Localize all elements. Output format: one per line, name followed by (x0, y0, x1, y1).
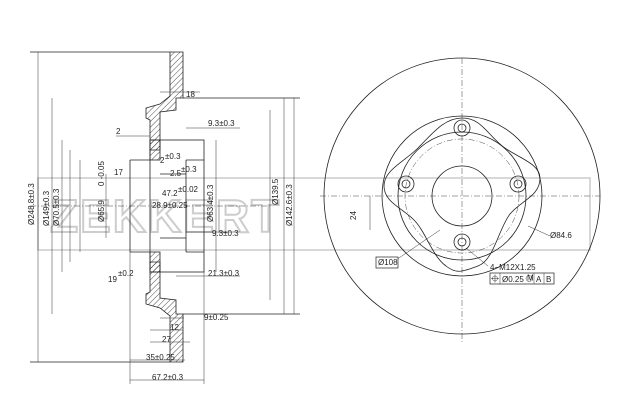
dim-w35: 35±0.25 (146, 353, 175, 362)
dim-d25: 2.5 (170, 169, 182, 178)
friction-inner-edge (381, 115, 543, 277)
tol-value: Ø0.25 (502, 275, 524, 284)
dim-bolts: 4−M12X1.25 (490, 263, 536, 272)
brand-watermark-text: ZEKKERT (50, 190, 281, 242)
section-view: Ø248.8±0.3 Ø149±0.3 Ø70.5±0.3 Ø65.9 0 -0… (27, 51, 300, 384)
dim-w672: 67.2±0.3 (152, 373, 184, 382)
dim-w93-bot: 9.3±0.3 (212, 229, 239, 238)
dim-height: 24 (349, 211, 358, 220)
dim-outer-diameter: Ø248.8±0.3 (27, 183, 36, 225)
brand-watermark: ZEKKERT (37, 177, 591, 251)
dim-d139: Ø139.5 (271, 178, 280, 205)
bolt-hole-right (509, 175, 527, 193)
dim-w17: 17 (114, 168, 123, 177)
dim-d47-tol: ±0.02 (178, 185, 199, 194)
dim-d25-tol: ±0.3 (181, 165, 197, 174)
dim-w19-tol: ±0.2 (118, 269, 134, 278)
dim-w93-top: 9.3±0.3 (208, 119, 235, 128)
hub-hatch-top (149, 139, 161, 161)
dim-d47: 47.2 (162, 189, 178, 198)
dim-d142: Ø142.6±0.3 (285, 184, 294, 226)
datum-a: A (536, 275, 542, 284)
dim-d65-tol: 0 -0.05 (97, 161, 106, 186)
dim-d149: Ø149±0.3 (42, 190, 51, 226)
tol-mod: M (527, 274, 534, 283)
bolt-circle (404, 138, 520, 254)
dim-w19: 19 (108, 275, 117, 284)
dim-hub: Ø84.6 (550, 231, 572, 240)
dim-w18: 18 (186, 90, 195, 99)
dim-d2: 2 (160, 156, 165, 165)
dim-pcd: Ø108 (378, 258, 398, 267)
pcd-box (375, 256, 399, 269)
rotor-upper-section (145, 51, 184, 151)
hub-flange (383, 117, 541, 272)
center-bore (431, 165, 493, 227)
dim-w27: 27 (162, 335, 171, 344)
dim-w2: 2 (116, 127, 121, 136)
dim-w9: 9±0.25 (204, 313, 229, 322)
mmc-icon (525, 275, 533, 282)
hub-hatch-bottom (149, 251, 161, 273)
rotor-outer-edge (323, 57, 601, 335)
bolt-hole-top (453, 119, 471, 137)
position-tolerance-frame: Ø0.25 M A B (489, 272, 555, 285)
bolt-hole-left (397, 175, 415, 193)
dim-w12: 12 (170, 323, 179, 332)
rotor-lower-section (145, 261, 184, 363)
bolt-hole-bottom (453, 233, 471, 251)
hub-body (149, 139, 205, 273)
datum-b: B (546, 275, 551, 284)
dim-d65: Ø65.9 (97, 200, 106, 222)
dim-d2-tol: ±0.3 (165, 152, 181, 161)
dim-w213: 21.3±0.3 (208, 269, 240, 278)
dim-d28: 28.9±0.25 (152, 201, 188, 210)
dim-d63: Ø63.4±0.3 (206, 184, 215, 222)
dim-d70: Ø70.5±0.3 (52, 188, 61, 226)
front-view: 24 Ø108 Ø84.6 4−M12X1.25 Ø0.25 M A B (320, 57, 601, 344)
